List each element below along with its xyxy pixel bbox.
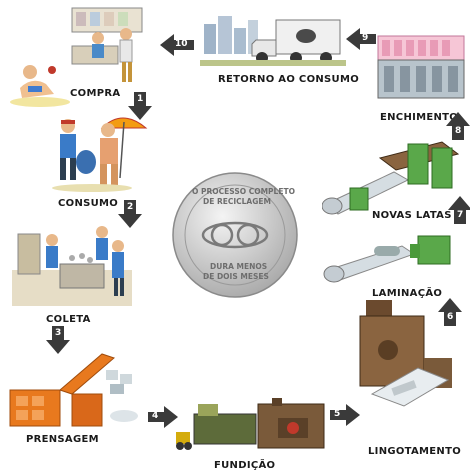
coleta-illustration bbox=[12, 226, 132, 306]
label-compra: COMPRA bbox=[70, 88, 121, 99]
step-number-7: 7 bbox=[457, 210, 464, 220]
enchimento-illustration bbox=[377, 35, 465, 99]
center-seal bbox=[172, 172, 298, 298]
step-number-10: 10 bbox=[175, 39, 188, 49]
step-number-4: 4 bbox=[152, 411, 159, 421]
label-prensagem: PRENSAGEM bbox=[26, 434, 99, 445]
arrow-step-10: 10 bbox=[160, 34, 194, 56]
consumo-illustration bbox=[52, 117, 148, 192]
label-lingotamento: LINGOTAMENTO bbox=[368, 446, 462, 457]
step-number-8: 8 bbox=[455, 126, 462, 136]
step-number-5: 5 bbox=[334, 409, 341, 419]
laminacao-illustration bbox=[323, 235, 451, 283]
seal-line-3: DURA MENOS bbox=[210, 262, 268, 271]
arrow-step-5: 5 bbox=[330, 404, 360, 426]
seal-line-4: DE DOIS MESES bbox=[203, 272, 269, 281]
seal-line-2: DE RECICLAGEM bbox=[203, 197, 271, 206]
compra-illustration bbox=[71, 7, 143, 82]
arrow-step-2: 2 bbox=[118, 200, 142, 228]
seal-line-1: O PROCESSO COMPLETO bbox=[192, 187, 295, 196]
lingotamento-illustration bbox=[359, 300, 452, 407]
arrow-step-3: 3 bbox=[46, 326, 70, 354]
label-novas-latas: NOVAS LATAS bbox=[372, 210, 452, 221]
arrow-step-9: 9 bbox=[346, 28, 376, 50]
arrow-step-1: 1 bbox=[128, 92, 152, 120]
step-number-3: 3 bbox=[55, 328, 62, 338]
step-number-2: 2 bbox=[127, 202, 134, 212]
novas-latas-illustration bbox=[322, 141, 460, 215]
step-number-9: 9 bbox=[362, 33, 369, 43]
step-number-6: 6 bbox=[447, 312, 454, 322]
label-laminacao: LAMINAÇÃO bbox=[372, 288, 443, 299]
arrow-step-4: 4 bbox=[148, 406, 178, 428]
label-fundicao: FUNDIÇÃO bbox=[214, 460, 276, 471]
arrow-step-6: 6 bbox=[438, 298, 462, 326]
arrow-step-7: 7 bbox=[448, 196, 470, 224]
retorno-illustration bbox=[200, 16, 346, 66]
sunbather-illustration bbox=[10, 65, 70, 107]
arrow-step-8: 8 bbox=[446, 112, 470, 140]
fundicao-illustration bbox=[176, 398, 325, 450]
label-consumo: CONSUMO bbox=[58, 198, 119, 209]
prensagem-illustration bbox=[9, 353, 138, 427]
label-enchimento: ENCHIMENTO bbox=[380, 112, 459, 123]
label-retorno: RETORNO AO CONSUMO bbox=[218, 74, 360, 85]
label-coleta: COLETA bbox=[46, 314, 91, 325]
step-number-1: 1 bbox=[137, 94, 144, 104]
